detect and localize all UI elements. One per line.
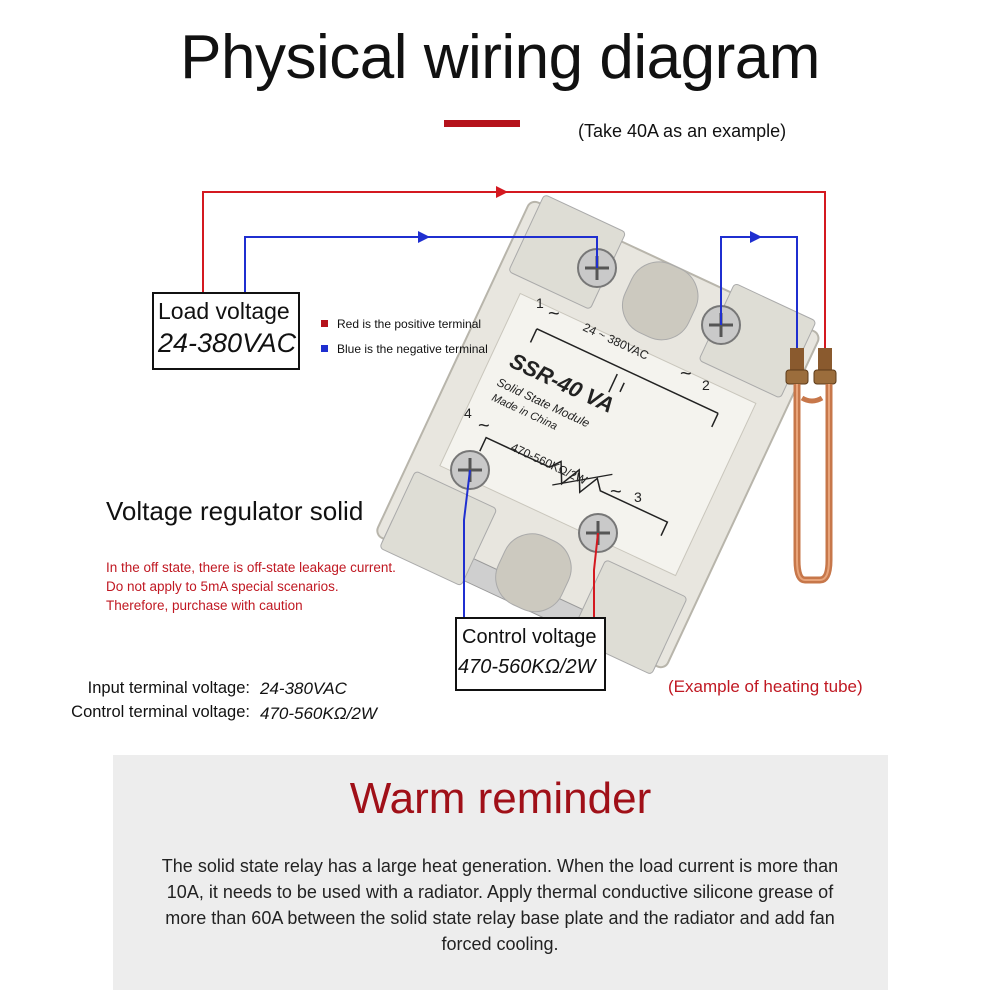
spec-control-value: 470-560KΩ/2W bbox=[260, 704, 377, 723]
warning-line-3: Therefore, purchase with caution bbox=[106, 598, 303, 613]
terminal-3-tilde: ~ bbox=[610, 481, 622, 503]
control-wire-red bbox=[593, 532, 599, 617]
load-voltage-label: Load voltage bbox=[158, 298, 290, 324]
negative-wire-arrow-right-icon bbox=[750, 231, 762, 243]
terminal-1-number: 1 bbox=[536, 295, 544, 311]
terminal-4-number: 4 bbox=[464, 405, 472, 421]
control-voltage-box bbox=[455, 617, 606, 691]
spec-control-label: Control terminal voltage: bbox=[71, 703, 250, 721]
positive-load-wire bbox=[202, 191, 826, 350]
heating-tube-caption: (Example of heating tube) bbox=[668, 677, 863, 696]
positive-wire-arrow-icon bbox=[496, 186, 508, 198]
subtitle: (Take 40A as an example) bbox=[578, 121, 787, 141]
warm-reminder-body: The solid state relay has a large heat g… bbox=[161, 856, 839, 954]
control-voltage-label: Control voltage bbox=[462, 626, 597, 648]
page-title: Physical wiring diagram bbox=[180, 23, 820, 92]
legend-red-text: Red is the positive terminal bbox=[337, 317, 482, 331]
terminal-1-tilde: ~ bbox=[548, 303, 560, 325]
heating-tube-icon bbox=[785, 348, 837, 584]
terminal-2-tilde: ~ bbox=[680, 363, 692, 385]
warm-reminder-panel bbox=[113, 755, 888, 990]
title-underline-bar bbox=[444, 120, 520, 127]
control-wire-blue bbox=[463, 469, 471, 617]
warm-reminder-title: Warm reminder bbox=[349, 774, 652, 823]
legend-blue-text: Blue is the negative terminal bbox=[337, 342, 488, 356]
negative-wire-arrow-icon bbox=[418, 231, 430, 243]
warning-line-1: In the off state, there is off-state lea… bbox=[106, 560, 396, 575]
spec-input-label: Input terminal voltage: bbox=[87, 679, 250, 697]
spec-input-value: 24-380VAC bbox=[260, 679, 347, 698]
regulator-title: Voltage regulator solid bbox=[106, 496, 364, 526]
legend-blue-square-icon bbox=[321, 345, 328, 352]
control-voltage-value: 470-560KΩ/2W bbox=[458, 656, 596, 678]
load-voltage-box bbox=[152, 292, 300, 370]
terminal-2-number: 2 bbox=[702, 377, 710, 393]
terminal-4-tilde: ~ bbox=[478, 415, 490, 437]
warning-line-2: Do not apply to 5mA special scenarios. bbox=[106, 579, 339, 594]
legend-red-square-icon bbox=[321, 320, 328, 327]
load-voltage-value: 24-380VAC bbox=[158, 328, 297, 358]
terminal-3-number: 3 bbox=[634, 489, 642, 505]
